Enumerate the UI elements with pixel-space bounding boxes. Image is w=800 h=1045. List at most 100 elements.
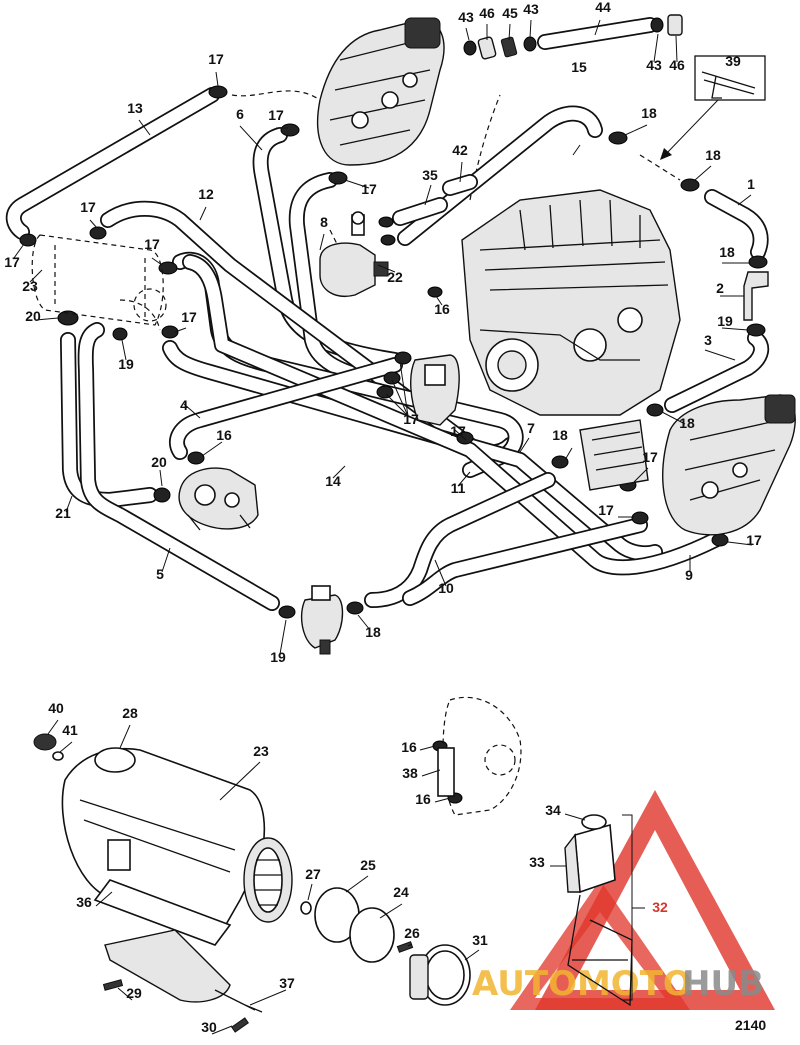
callout-label-25: 25 [360, 857, 376, 873]
callout-label-4: 4 [180, 397, 188, 413]
gaskets [300, 887, 414, 963]
watermark-text-b: HUB [682, 964, 764, 1004]
top-fittings [477, 14, 769, 321]
pipe-39-icon [701, 71, 756, 99]
callout-label-7: 7 [527, 420, 535, 436]
callout-label-10: 10 [438, 580, 454, 596]
heat-exchanger-top [31, 234, 167, 326]
callout-label-17: 17 [144, 236, 160, 252]
callout-label-16: 16 [216, 427, 232, 443]
callout-label-42: 42 [452, 142, 468, 158]
exhaust-manifold-right [662, 394, 796, 536]
clamp-icon [378, 216, 394, 228]
callout-label-31: 31 [472, 932, 488, 948]
reservoir-33 [564, 814, 633, 1007]
callout-label-18: 18 [552, 427, 568, 443]
callout-label-18: 18 [705, 147, 721, 163]
seawater-pump [178, 467, 259, 531]
callout-label-17: 17 [80, 199, 96, 215]
clamp-icon [19, 233, 37, 247]
callout-label-23: 23 [22, 278, 38, 294]
callout-label-37: 37 [279, 975, 295, 991]
clamp-icon [112, 327, 128, 341]
clamp-icon [523, 36, 537, 52]
callout-label-1: 1 [747, 176, 755, 192]
callout-label-16: 16 [434, 301, 450, 317]
engine-detail-dashed [437, 696, 522, 816]
bracket-32 [622, 814, 645, 1001]
callout-label-40: 40 [48, 700, 64, 716]
hoses [5, 17, 770, 611]
callout-label-41: 41 [62, 722, 78, 738]
callout-label-46: 46 [479, 5, 495, 21]
callout-label-17: 17 [450, 423, 466, 439]
callout-label-34: 34 [545, 802, 561, 818]
plate-36 [93, 879, 232, 946]
callout-label-44: 44 [595, 0, 611, 15]
clamp-icon [680, 178, 700, 192]
callout-label-18: 18 [365, 624, 381, 640]
clamp-icon [346, 601, 364, 615]
callout-label-20: 20 [25, 308, 41, 324]
callout-label-14: 14 [325, 473, 341, 489]
clamp-icon [608, 131, 628, 145]
callout-label-19: 19 [118, 356, 134, 372]
callout-label-43: 43 [523, 1, 539, 17]
callout-label-18: 18 [719, 244, 735, 260]
clamp-icon [380, 234, 396, 246]
callout-label-2: 2 [716, 280, 724, 296]
callout-label-12: 12 [198, 186, 214, 202]
callout-label-29: 29 [126, 985, 142, 1001]
callout-label-17: 17 [268, 107, 284, 123]
watermark-logo: AUTOMOTO HUB [472, 790, 775, 1010]
callout-label-23: 23 [253, 743, 269, 759]
clamp-icon [631, 511, 649, 525]
clamp-icon [711, 533, 729, 547]
callout-label-35: 35 [422, 167, 438, 183]
callout-label-17: 17 [361, 181, 377, 197]
pump-8 [319, 211, 389, 297]
callout-label-17: 17 [598, 502, 614, 518]
arrow-39 [664, 99, 719, 156]
callout-label-11: 11 [451, 480, 466, 496]
clamp-icon [161, 325, 179, 339]
clamp-icon [89, 226, 107, 240]
callout-label-26: 26 [404, 925, 420, 941]
callout-label-15: 15 [571, 59, 587, 75]
callout-label-21: 21 [55, 505, 71, 521]
clamp-icon [748, 255, 768, 269]
exhaust-manifold-left [316, 17, 445, 166]
callout-label-27: 27 [305, 866, 321, 882]
callout-label-32: 32 [652, 899, 668, 915]
thermostat-housing [410, 354, 460, 426]
callout-label-22: 22 [387, 269, 403, 285]
clamp-icon [463, 40, 477, 56]
fitting-45-icon [500, 36, 518, 58]
callout-label-17: 17 [208, 51, 224, 67]
callout-label-38: 38 [402, 765, 418, 781]
callout-label-16: 16 [401, 739, 417, 755]
clamp-icon [746, 323, 766, 337]
clamp-icon [158, 261, 178, 275]
callout-label-17: 17 [642, 449, 658, 465]
clamp-icon [646, 403, 664, 417]
callout-label-33: 33 [529, 854, 545, 870]
callout-label-3: 3 [704, 332, 712, 348]
clamp-icon [394, 351, 412, 365]
valve-lower [300, 585, 344, 655]
watermark-text-a: AUTOMOTO [472, 964, 692, 1004]
callout-label-5: 5 [156, 566, 164, 582]
callout-label-46: 46 [669, 57, 685, 73]
callout-label-13: 13 [127, 100, 143, 116]
callout-label-16: 16 [415, 791, 431, 807]
callout-label-43: 43 [458, 9, 474, 25]
clamp-icon [153, 487, 171, 503]
bracket-37 [102, 929, 263, 1033]
callout-label-18: 18 [641, 105, 657, 121]
fitting-46-icon [477, 36, 497, 60]
clamp-icon [427, 286, 443, 298]
callout-label-17: 17 [746, 532, 762, 548]
callout-label-9: 9 [685, 567, 693, 583]
